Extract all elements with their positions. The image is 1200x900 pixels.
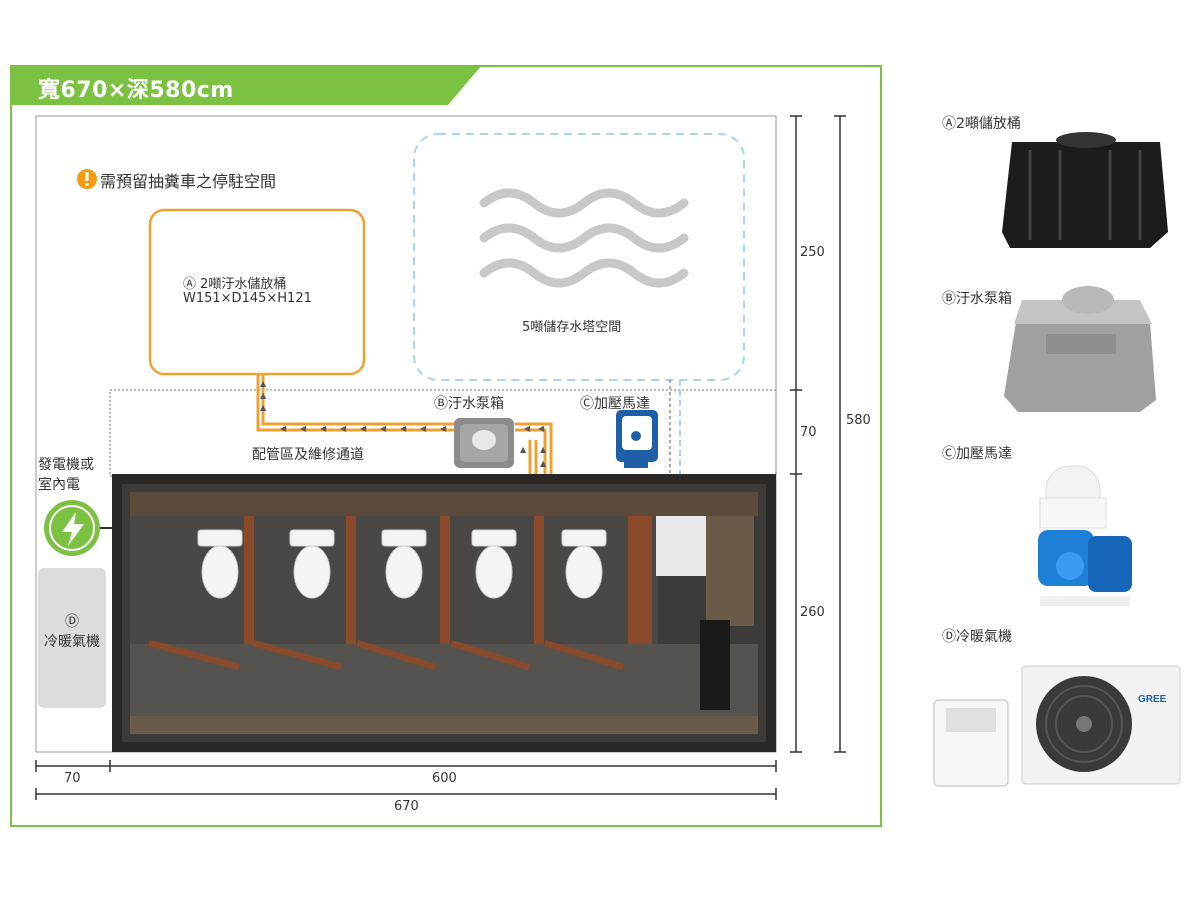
- ac-label-line2: 冷暖氣機: [44, 634, 100, 650]
- tank-label: Ⓐ 2噸汙水儲放桶: [183, 277, 287, 292]
- water-tower-outline: [413, 133, 745, 381]
- svg-text:◀: ◀: [400, 424, 407, 433]
- generator-label: 發電機或 室內電: [38, 455, 94, 495]
- pump-box-label: Ⓑ汙水泵箱: [434, 396, 504, 412]
- water-tower-label: 5噸儲存水塔空間: [522, 320, 622, 335]
- pipe-arrows: ▲ ▲ ▲ ◀ ◀ ◀ ◀ ◀ ◀ ◀ ◀ ◀ ◀ ◀ ▲ ▲ ▲: [260, 379, 547, 468]
- svg-text:▲: ▲: [260, 391, 267, 400]
- page-title: 寬670×深580cm: [38, 78, 234, 103]
- svg-text:▲: ▲: [540, 459, 547, 468]
- product-tank-image: [1002, 132, 1168, 248]
- ac-label-line1: Ⓓ: [65, 614, 79, 630]
- dim-total-depth: 580: [846, 413, 871, 428]
- svg-text:◀: ◀: [380, 424, 387, 433]
- svg-text:▲: ▲: [260, 403, 267, 412]
- product-title-pump-box: Ⓑ汙水泵箱: [942, 291, 1012, 307]
- dim-total-width: 670: [394, 799, 419, 814]
- brand-logo: GREE: [1138, 694, 1167, 705]
- bottom-dimension-lines: [35, 760, 777, 800]
- lightning-icon: [44, 500, 100, 556]
- toilet-icon: [197, 529, 607, 599]
- booster-motor-icon: [616, 410, 658, 468]
- tank-dimensions: W151×D145×H121: [183, 291, 312, 306]
- svg-text:◀: ◀: [280, 424, 287, 433]
- svg-text:◀: ◀: [524, 424, 531, 433]
- svg-text:◀: ◀: [420, 424, 427, 433]
- product-booster-image: [1038, 465, 1132, 606]
- svg-text:◀: ◀: [300, 424, 307, 433]
- svg-text:◀: ◀: [440, 424, 447, 433]
- generator-label-line1: 發電機或: [38, 457, 94, 473]
- restroom-container: [112, 474, 776, 752]
- dim-bottom-1: 70: [64, 771, 81, 786]
- svg-text:▲: ▲: [540, 445, 547, 454]
- right-dimension-lines: [790, 115, 846, 753]
- wave-icon: [479, 188, 689, 288]
- product-title-ac: Ⓓ冷暖氣機: [942, 629, 1012, 645]
- pipe-route: [256, 374, 553, 474]
- generator-label-line2: 室內電: [38, 477, 80, 493]
- dim-right-1: 250: [800, 245, 825, 260]
- svg-text:▲: ▲: [260, 379, 267, 388]
- product-title-tank: Ⓐ2噸儲放桶: [942, 116, 1021, 132]
- corridor-label: 配管區及維修通道: [252, 447, 364, 463]
- svg-text:◀: ◀: [320, 424, 327, 433]
- dim-right-2: 70: [800, 425, 817, 440]
- booster-label: Ⓒ加壓馬達: [580, 396, 650, 412]
- svg-text:◀: ◀: [538, 424, 545, 433]
- dim-bottom-2: 600: [432, 771, 457, 786]
- notice-text: 需預留抽糞車之停駐空間: [100, 172, 277, 191]
- pump-box-icon: [454, 418, 514, 468]
- svg-text:◀: ◀: [360, 424, 367, 433]
- product-title-booster: Ⓒ加壓馬達: [942, 446, 1012, 462]
- svg-text:▲: ▲: [520, 445, 527, 454]
- dim-right-3: 260: [800, 605, 825, 620]
- product-pump-box-image: [1004, 286, 1156, 412]
- warning-icon: [77, 169, 97, 189]
- product-ac-image: GREE: [933, 665, 1181, 787]
- ac-placeholder-box: [38, 568, 106, 708]
- ac-label: Ⓓ 冷暖氣機: [38, 612, 106, 652]
- title-banner: [10, 65, 482, 105]
- svg-text:◀: ◀: [340, 424, 347, 433]
